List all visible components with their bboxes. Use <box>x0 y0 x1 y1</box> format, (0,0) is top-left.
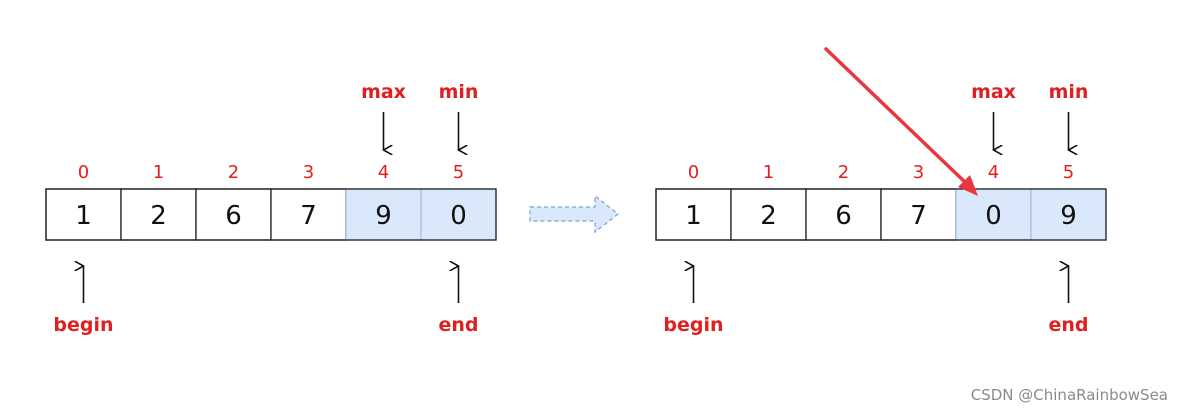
index-label: 2 <box>228 162 239 183</box>
array-cell: 7 <box>270 188 347 241</box>
index-label: 4 <box>378 162 389 183</box>
red-diagonal-arrow-icon <box>824 47 978 196</box>
array-cell-value: 0 <box>450 201 467 231</box>
array-cell-value: 0 <box>985 201 1002 231</box>
pointer-label-end: end <box>1048 314 1088 336</box>
array-cell: 1 <box>655 188 732 241</box>
watermark-text: CSDN @ChinaRainbowSea <box>971 386 1168 404</box>
array-cell-value: 6 <box>225 201 242 231</box>
index-label: 1 <box>763 162 774 183</box>
array-outline <box>655 188 1107 241</box>
array-cell: 0 <box>420 188 497 241</box>
index-label: 5 <box>453 162 464 183</box>
array-cell-value: 9 <box>1060 201 1077 231</box>
array-cell: 1 <box>45 188 122 241</box>
after-array-panel: 0 1 2 3 4 5 1 2 6 7 0 9 max min begin end <box>655 81 1107 336</box>
array-cell-box <box>45 188 122 241</box>
array-cell: 6 <box>195 188 272 241</box>
pointer-label-min: min <box>439 81 479 103</box>
index-label: 0 <box>688 162 699 183</box>
array-cell: 9 <box>345 188 422 241</box>
index-label: 4 <box>988 162 999 183</box>
pointer-label-max: max <box>971 81 1016 103</box>
array-cell: 2 <box>730 188 807 241</box>
pointer-label-begin: begin <box>53 314 113 336</box>
index-label: 3 <box>913 162 924 183</box>
array-cell-value: 2 <box>760 201 777 231</box>
index-label: 2 <box>838 162 849 183</box>
array-cell-box <box>805 188 882 241</box>
index-label: 0 <box>78 162 89 183</box>
index-label: 3 <box>303 162 314 183</box>
array-cell: 0 <box>955 188 1032 241</box>
index-label: 1 <box>153 162 164 183</box>
array-cell-box <box>420 188 497 241</box>
array-cell: 6 <box>805 188 882 241</box>
array-cell-value: 1 <box>75 201 92 231</box>
array-cell: 9 <box>1030 188 1107 241</box>
right-arrow-icon <box>529 194 620 234</box>
array-cell-box <box>1030 188 1107 241</box>
array-cell-value: 9 <box>375 201 392 231</box>
array-cell-value: 6 <box>835 201 852 231</box>
index-label: 5 <box>1063 162 1074 183</box>
array-cell: 2 <box>120 188 197 241</box>
array-outline <box>45 188 497 241</box>
before-array-panel: 0 1 2 3 4 5 1 2 6 7 9 0 max min begin end <box>45 81 497 336</box>
array-cell-value: 7 <box>910 201 927 231</box>
array-cell: 7 <box>880 188 957 241</box>
array-cell-box <box>730 188 807 241</box>
pointer-label-max: max <box>361 81 406 103</box>
pointer-label-end: end <box>438 314 478 336</box>
pointer-label-begin: begin <box>663 314 723 336</box>
array-cell-box <box>120 188 197 241</box>
array-cell-box <box>880 188 957 241</box>
array-cell-value: 7 <box>300 201 317 231</box>
array-cell-value: 1 <box>685 201 702 231</box>
pointer-label-min: min <box>1049 81 1089 103</box>
array-cell-value: 2 <box>150 201 167 231</box>
